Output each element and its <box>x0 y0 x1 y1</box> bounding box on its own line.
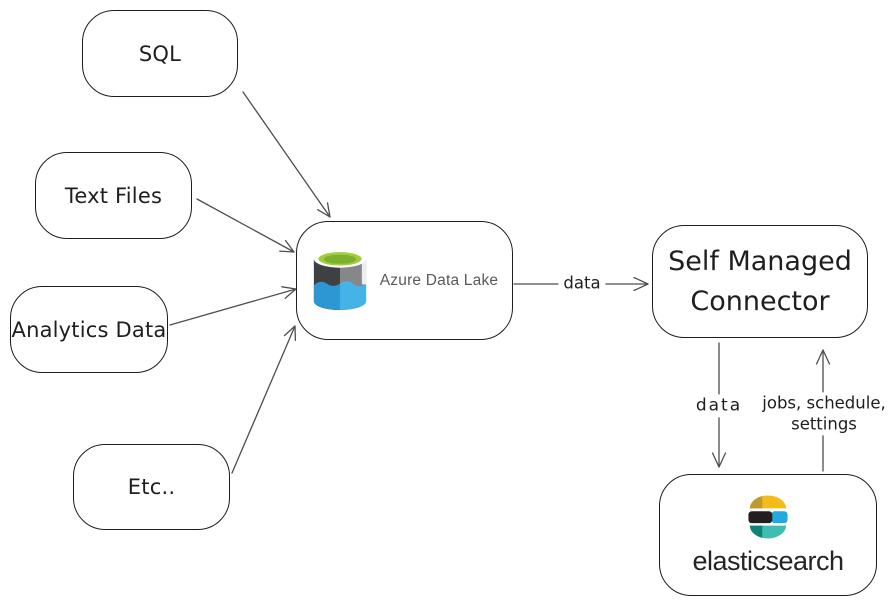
node-elasticsearch-label: elasticsearch <box>692 545 844 576</box>
node-azure-data-lake: Azure Data Lake <box>296 221 513 340</box>
node-elasticsearch: elasticsearch <box>659 474 877 596</box>
edge-azure-to-connector-arrowhead <box>633 276 649 292</box>
edge-label-azure-to-connector: data <box>558 272 606 296</box>
elasticsearch-logo-icon <box>748 495 788 538</box>
edge-connector-to-es-arrowhead <box>711 452 727 468</box>
edge-label-es-connector-line1: jobs, schedule, <box>762 393 886 413</box>
edge-label-connector-to-elasticsearch: data <box>690 394 748 418</box>
edge-label-es-connector-line2: settings <box>791 414 857 433</box>
node-self-managed-connector: Self Managed Connector <box>652 225 868 338</box>
azure-data-lake-icon <box>313 249 366 310</box>
edge-sql-to-azure <box>242 91 331 218</box>
edge-etc-to-azure-arrowhead <box>283 325 297 342</box>
edge-analytics-to-azure <box>169 288 297 326</box>
edge-es-to-connector-arrowhead <box>815 349 831 365</box>
node-text-files: Text Files <box>35 152 192 239</box>
node-sql: SQL <box>82 10 238 97</box>
edge-sql-to-azure-arrowhead <box>317 202 331 218</box>
node-connector-label-line1: Self Managed <box>668 246 852 278</box>
node-sql-label: SQL <box>138 41 182 66</box>
node-etc: Etc.. <box>73 444 230 530</box>
node-analytics-data-label: Analytics Data <box>11 317 167 342</box>
node-text-files-label: Text Files <box>64 183 163 208</box>
edge-label-elasticsearch-to-connector: jobs, schedule, settings <box>757 392 890 436</box>
edge-etc-to-azure <box>231 325 296 474</box>
node-connector-label-line2: Connector <box>690 285 830 317</box>
node-analytics-data: Analytics Data <box>10 286 168 373</box>
node-azure-data-lake-label: Azure Data Lake <box>379 271 499 289</box>
node-etc-label: Etc.. <box>127 475 176 499</box>
edge-textfiles-to-azure-arrowhead <box>279 239 295 253</box>
edge-textfiles-to-azure <box>196 198 295 253</box>
